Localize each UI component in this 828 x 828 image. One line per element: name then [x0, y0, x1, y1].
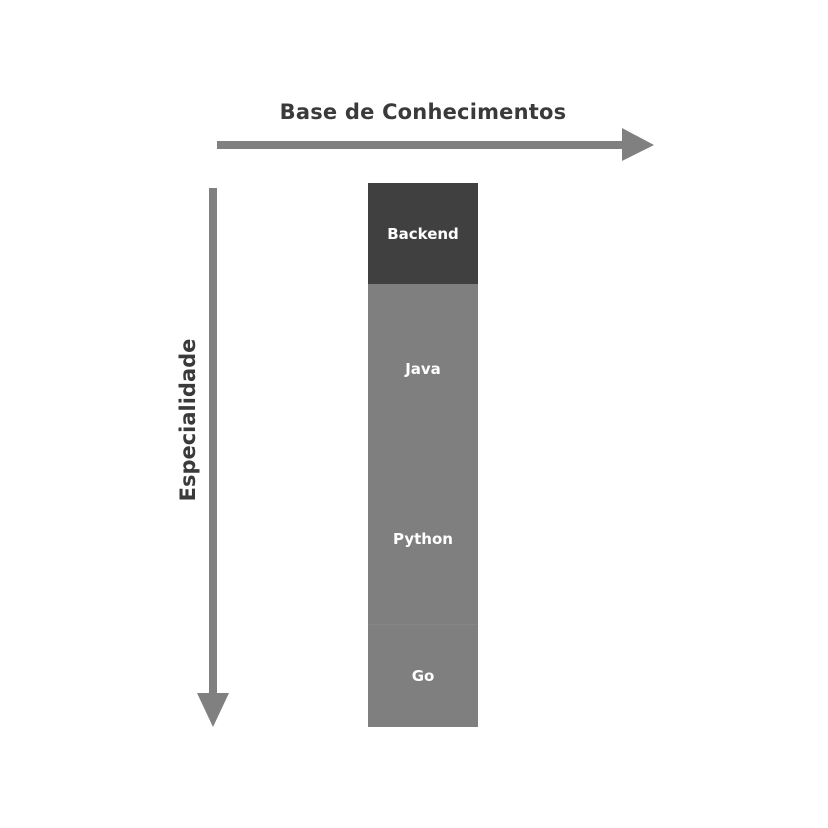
segment-backend: Backend [368, 183, 478, 284]
segment-java: Java [405, 360, 441, 378]
segment-languages-group: Java Python [368, 284, 478, 624]
segment-label: Go [411, 667, 435, 685]
y-axis-arrow-icon [197, 188, 229, 727]
segment-label: Backend [387, 224, 459, 243]
segment-python: Python [393, 530, 453, 548]
x-axis-arrow-icon [217, 128, 654, 161]
x-axis-label: Base de Conhecimentos [279, 100, 567, 124]
specialty-stack: Backend Java Python Go [368, 183, 478, 727]
y-axis-label: Especialidade [176, 338, 200, 502]
segment-go: Go [368, 624, 478, 727]
